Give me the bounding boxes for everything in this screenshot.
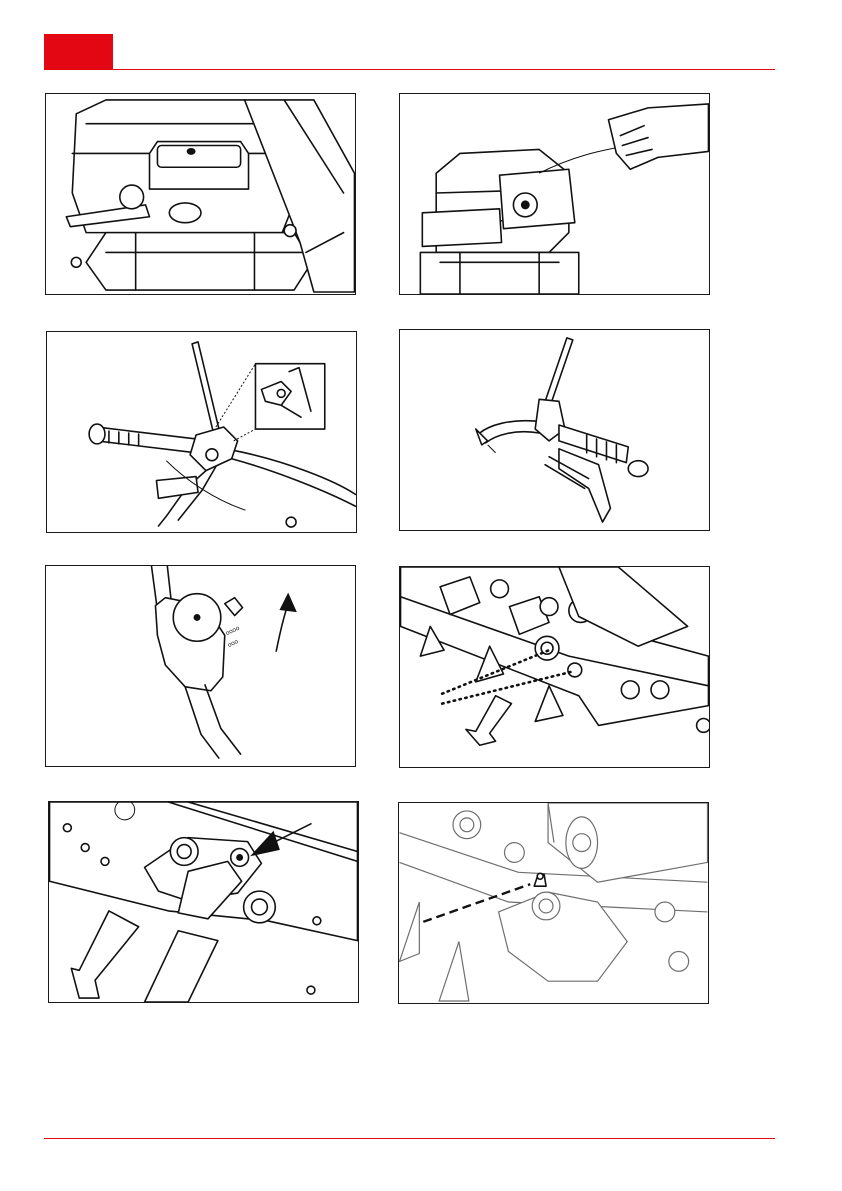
- header-tab: [44, 34, 113, 69]
- engine-starter-pull-illustration: [400, 94, 709, 294]
- figure-handlebar-brake-lever: [399, 329, 710, 531]
- figure-engine-starter-pull: [399, 93, 710, 295]
- throttle-dial-illustration: oooo ooo: [46, 566, 355, 766]
- figure-engine-fuel-cap: [45, 93, 356, 295]
- engine-fuel-cap-illustration: [46, 94, 355, 294]
- figure-handlebar-lever-detail: [46, 331, 357, 533]
- handlebar-brake-lever-illustration: [400, 330, 709, 530]
- cutter-bar-grease-nipple-illustration: [399, 803, 708, 1003]
- figure-cutter-bar-blade: [399, 566, 710, 768]
- figure-throttle-dial: oooo ooo: [45, 565, 356, 767]
- figure-cutter-bar-bolt: [48, 801, 359, 1003]
- cutter-bar-bolt-illustration: [49, 802, 358, 1002]
- footer-rule: [44, 1138, 775, 1139]
- figure-cutter-bar-grease-nipple: [398, 802, 709, 1004]
- handlebar-lever-detail-illustration: [47, 332, 356, 532]
- cutter-bar-blade-illustration: [400, 567, 709, 767]
- dial-mark-high: oooo: [225, 624, 241, 637]
- header-rule: [44, 69, 775, 70]
- dial-mark-low: ooo: [227, 638, 240, 649]
